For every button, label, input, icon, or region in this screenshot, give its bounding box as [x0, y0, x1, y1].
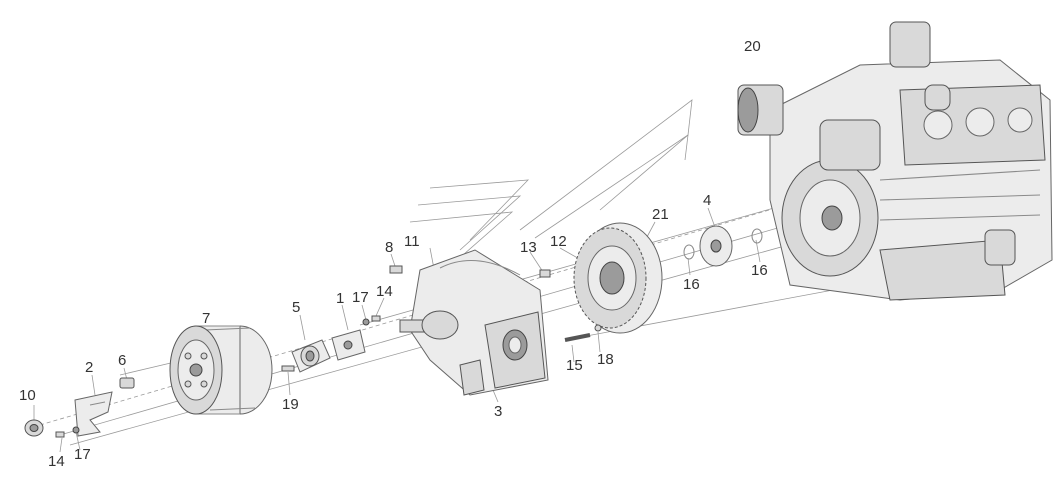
- callout-12: 12: [550, 233, 567, 250]
- callout-5: 5: [292, 299, 301, 316]
- part-21-gear-ring: [573, 222, 663, 334]
- part-20-engine: [737, 21, 1053, 301]
- part-15-long-bolt: [564, 333, 591, 342]
- callout-1: 1: [336, 290, 345, 307]
- callout-6: 6: [118, 352, 127, 369]
- callout-7: 7: [202, 310, 211, 327]
- part-18-washer: [594, 324, 602, 332]
- part-10-nut: [24, 419, 44, 437]
- part-17-washer-upper: [362, 318, 370, 326]
- callout-18: 18: [597, 351, 614, 368]
- part-16-ring-a: [683, 244, 695, 260]
- part-5-hub: [291, 339, 331, 373]
- callout-15: 15: [566, 357, 583, 374]
- callout-19: 19: [282, 396, 299, 413]
- callout-20: 20: [744, 38, 761, 55]
- callout-2: 2: [85, 359, 94, 376]
- part-14-bolt-upper: [371, 315, 381, 322]
- part-19-pin: [281, 365, 295, 372]
- callout-21: 21: [652, 206, 669, 223]
- part-2-bracket: [74, 391, 113, 437]
- part-16-ring-b: [751, 228, 763, 244]
- callout-4: 4: [703, 192, 712, 209]
- part-14-bolt-left: [55, 431, 65, 438]
- callout-17-lower: 17: [74, 446, 91, 463]
- callout-3: 3: [494, 403, 503, 420]
- callout-8: 8: [385, 239, 394, 256]
- callout-10: 10: [19, 387, 36, 404]
- callout-16-b: 16: [751, 262, 768, 279]
- part-3-housing: [399, 249, 549, 396]
- part-8-bolt: [389, 265, 403, 274]
- callout-14-lower: 14: [48, 453, 65, 470]
- callout-16-a: 16: [683, 276, 700, 293]
- part-7-pulley: [169, 325, 273, 415]
- orientation-guides: [409, 99, 693, 263]
- part-17-washer-left: [72, 426, 80, 434]
- part-13-bolt: [539, 269, 551, 278]
- part-4-disc: [699, 225, 733, 267]
- callout-14-upper: 14: [376, 283, 393, 300]
- part-1-plate: [331, 329, 366, 361]
- part-6-sleeve: [119, 377, 135, 389]
- callout-17-upper: 17: [352, 289, 369, 306]
- callout-11: 11: [404, 233, 420, 250]
- callout-13: 13: [520, 239, 537, 256]
